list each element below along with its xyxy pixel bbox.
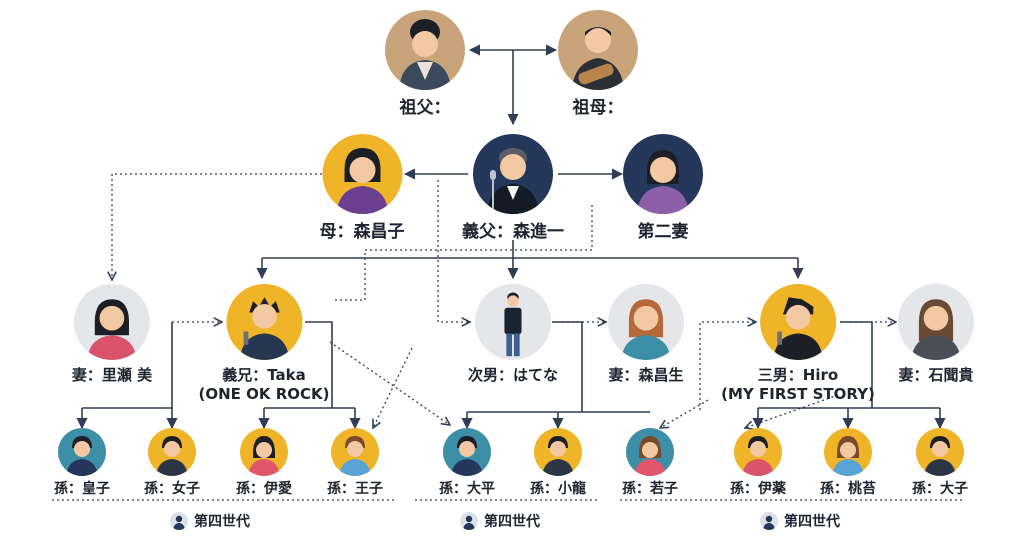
person-icon xyxy=(916,428,964,476)
person-icon xyxy=(474,284,551,360)
person-label: 孫：伊愛 xyxy=(236,481,292,497)
person-label: 妻：森昌生 xyxy=(608,366,684,384)
person-taka: 義兄：Taka (ONE OK ROCK) xyxy=(198,284,330,403)
person-icon xyxy=(385,10,465,90)
grandparents-link xyxy=(468,44,558,126)
person-second-wife: 第二妻 xyxy=(623,134,703,242)
person-icon xyxy=(170,512,188,530)
person-icon xyxy=(608,284,684,360)
person-grandchild-2: 孫：女子 xyxy=(144,428,200,498)
person-icon xyxy=(322,134,402,214)
person-label: 妻：里瀬 美 xyxy=(71,366,153,384)
person-label: 孫：伊薬 xyxy=(730,481,786,497)
person-icon xyxy=(240,428,288,476)
person-icon xyxy=(558,10,638,90)
person-grandchild-4: 孫：王子 xyxy=(327,428,383,498)
person-label: 孫：大子 xyxy=(912,481,968,497)
person-grandchild-8: 孫：伊薬 xyxy=(730,428,786,498)
person-icon xyxy=(898,284,974,360)
person-icon xyxy=(824,428,872,476)
person-icon xyxy=(623,134,703,214)
person-grandfather: 祖父： xyxy=(385,10,465,118)
generation-label: 第四世代 xyxy=(460,511,540,531)
person-grandmother: 祖母： xyxy=(558,10,638,118)
generation-label: 第四世代 xyxy=(170,511,250,531)
person-label: 義父：森進一 xyxy=(462,222,564,242)
person-label: 孫：桃苔 xyxy=(820,481,876,497)
person-grandchild-3: 孫：伊愛 xyxy=(236,428,292,498)
person-label: 次男：はてな xyxy=(467,366,559,384)
person-label: 祖母： xyxy=(572,98,624,118)
person-grandchild-1: 孫：皇子 xyxy=(54,428,110,498)
person-sublabel: (ONE OK ROCK) xyxy=(198,385,330,403)
person-icon xyxy=(225,284,302,360)
person-icon xyxy=(148,428,196,476)
person-grandchild-10: 孫：大子 xyxy=(912,428,968,498)
person-sublabel: (MY FIRST STORY) xyxy=(721,385,875,403)
person-grandchild-5: 孫：大平 xyxy=(439,428,495,498)
person-label: 母：森昌子 xyxy=(319,222,405,242)
person-icon xyxy=(734,428,782,476)
person-label: 孫：女子 xyxy=(144,481,200,497)
person-label: 孫：大平 xyxy=(439,481,495,497)
generation-text: 第四世代 xyxy=(784,514,840,530)
person-icon xyxy=(460,512,478,530)
children-bus xyxy=(256,240,804,280)
person-label: 孫：若子 xyxy=(622,481,678,497)
person-second-son: 次男：はてな xyxy=(468,284,558,384)
person-icon xyxy=(443,428,491,476)
person-label: 孫：皇子 xyxy=(54,481,110,497)
generation-text: 第四世代 xyxy=(194,514,250,530)
person-wife-rise: 妻：里瀬 美 xyxy=(72,284,152,384)
generation-label: 第四世代 xyxy=(760,511,840,531)
person-icon xyxy=(760,512,778,530)
person-icon xyxy=(73,284,150,360)
person-grandchild-7: 孫：若子 xyxy=(622,428,678,498)
person-icon xyxy=(473,134,553,214)
person-grandchild-9: 孫：桃苔 xyxy=(820,428,876,498)
person-icon xyxy=(626,428,674,476)
person-icon xyxy=(58,428,106,476)
person-father-in-law: 義父：森進一 xyxy=(462,134,564,242)
person-label: 孫：小龍 xyxy=(530,481,586,497)
person-label: 第二妻 xyxy=(637,222,689,242)
grandchildren-branches xyxy=(76,321,946,430)
person-grandchild-6: 孫：小龍 xyxy=(530,428,586,498)
person-icon xyxy=(760,284,836,360)
person-label: 孫：王子 xyxy=(327,481,383,497)
person-wife-ishiki: 妻：石聞貴 xyxy=(898,284,974,384)
person-label: 妻：石聞貴 xyxy=(898,366,974,384)
person-label: 三男：Hiro xyxy=(757,366,839,384)
person-icon xyxy=(331,428,379,476)
person-mother: 母：森昌子 xyxy=(320,134,405,242)
person-icon xyxy=(534,428,582,476)
generation-text: 第四世代 xyxy=(484,514,540,530)
person-label: 義兄：Taka xyxy=(222,366,306,384)
person-label: 祖父： xyxy=(399,98,451,118)
person-hiro: 三男：Hiro (MY FIRST STORY) xyxy=(721,284,875,403)
person-wife-morimasa: 妻：森昌生 xyxy=(608,284,684,384)
